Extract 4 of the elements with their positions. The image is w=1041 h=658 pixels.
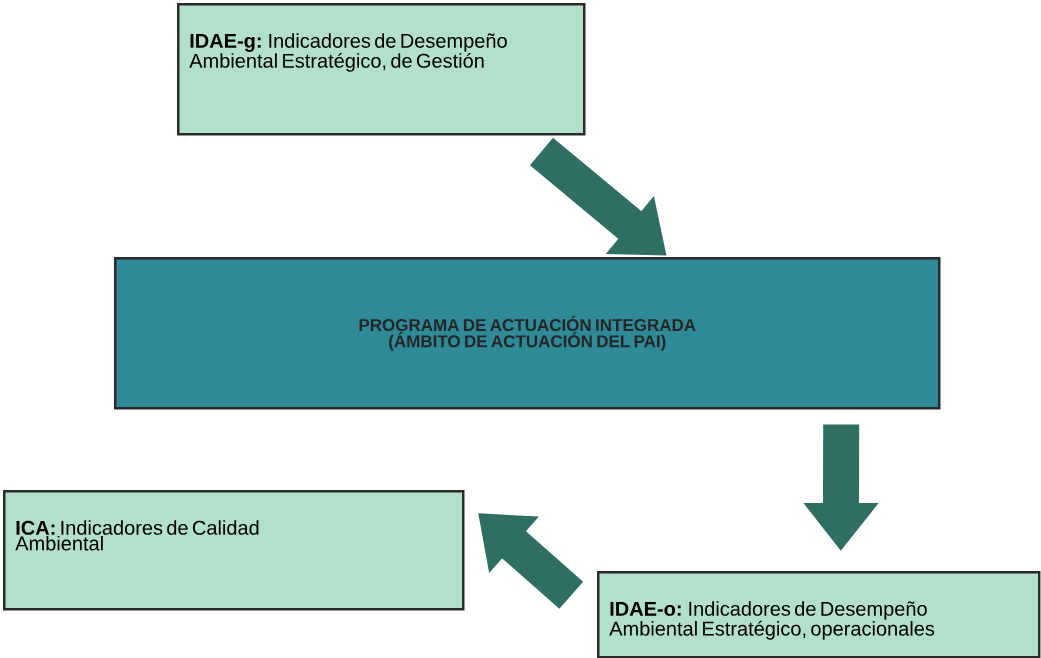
indicator-box: IDAE-g: Indicadores de Desempeño Ambiental Estratégico, de Gestión: [177, 3, 586, 136]
program-box: PROGRAMA DE ACTUACIÓN INTEGRADA (ÁMBITO DE ACTUACIÓN DEL PAI): [114, 257, 941, 410]
indicator-box: IDAE-o: Indicadores de Desempeño Ambiental Estratégico, operacionales: [597, 571, 1041, 658]
indicator-box: ICA: Indicadores de Calidad Ambiental: [3, 490, 465, 611]
